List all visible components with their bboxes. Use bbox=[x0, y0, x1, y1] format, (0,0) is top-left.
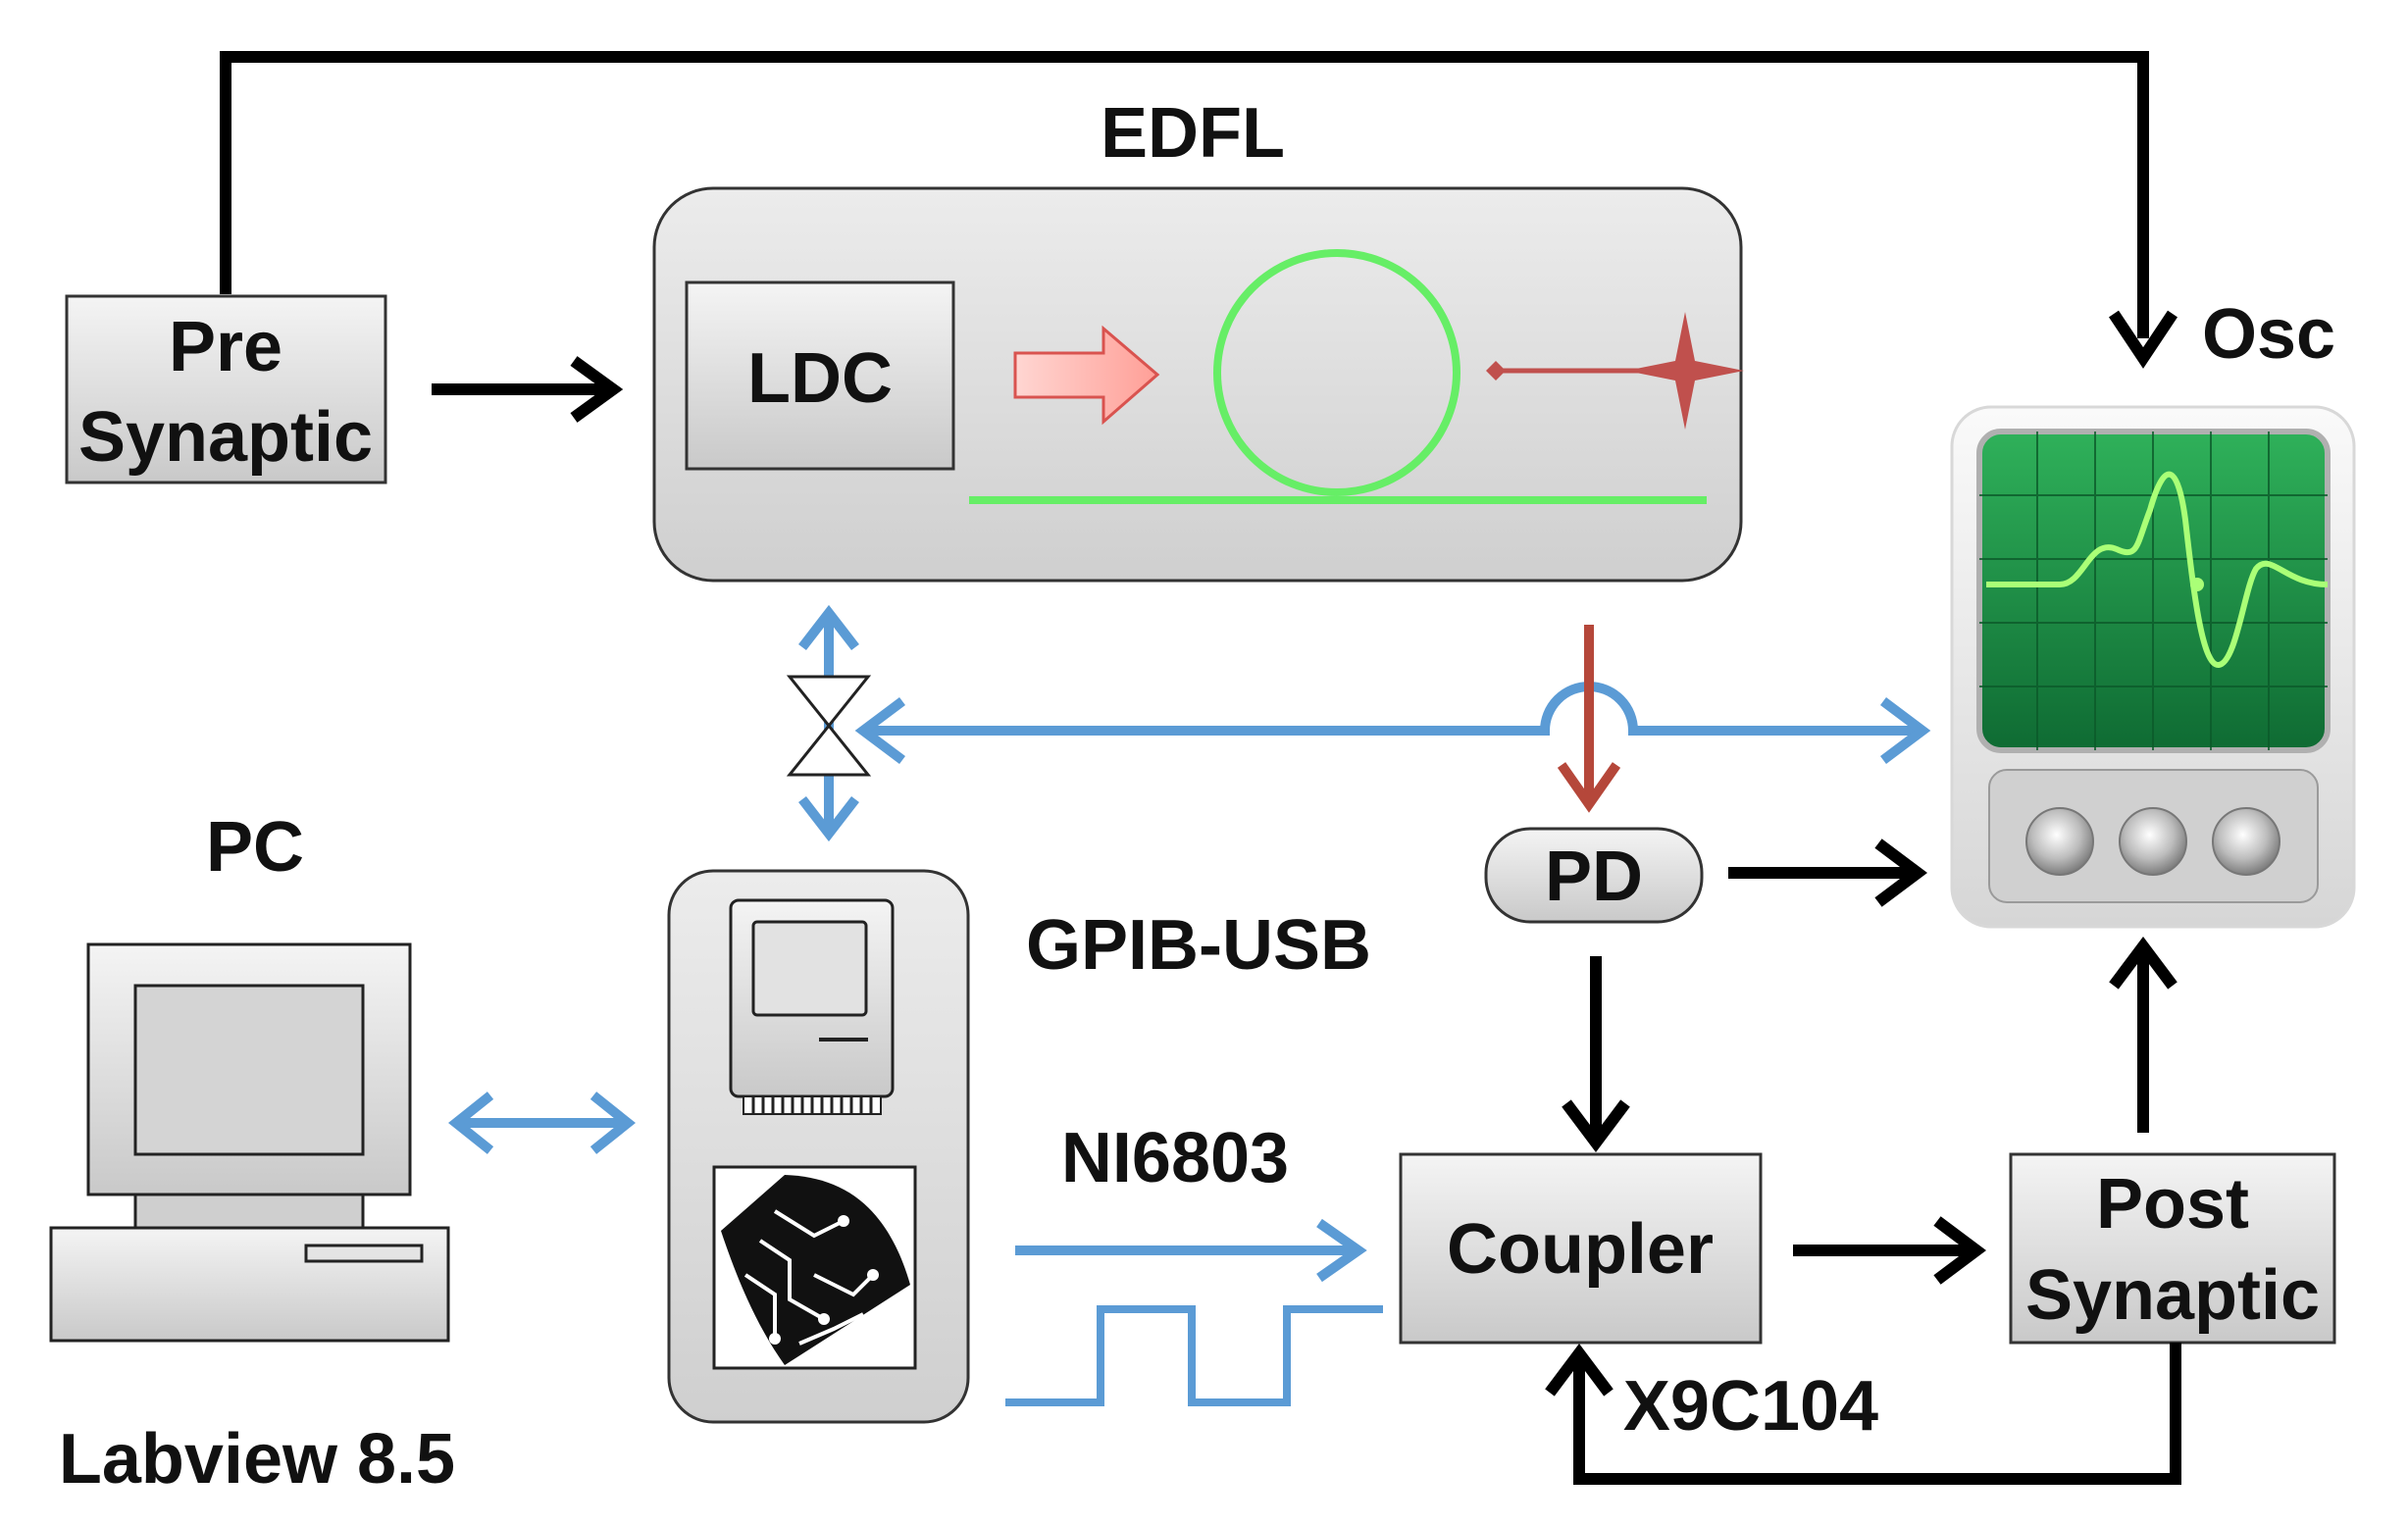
edfl-daq-blue-link bbox=[786, 604, 872, 842]
edfl-to-pd-red-arrow bbox=[1557, 625, 1621, 813]
pre-to-osc-wire bbox=[220, 51, 2177, 369]
post-synaptic-box: Post Synaptic bbox=[2009, 1152, 2336, 1345]
gpib-usb-adapter-icon bbox=[729, 898, 895, 1115]
laser-star-icon bbox=[1486, 312, 1744, 430]
post-synaptic-label-2: Synaptic bbox=[2025, 1256, 2320, 1335]
edfl-panel: LDC bbox=[652, 186, 1744, 583]
pd-box: PD bbox=[1484, 827, 1704, 924]
bowtie-connector-icon bbox=[786, 675, 872, 777]
pulse-signal-icon bbox=[1005, 1305, 1383, 1406]
gpib-bus-line bbox=[854, 682, 1931, 764]
coupler-to-post-arrow bbox=[1793, 1216, 1986, 1285]
edfl-label: EDFL bbox=[1101, 94, 1285, 173]
post-to-osc-arrow bbox=[2109, 937, 2177, 1133]
pre-synaptic-label-2: Synaptic bbox=[78, 398, 373, 477]
x9c104-label: X9C104 bbox=[1623, 1367, 1878, 1446]
coupler-box: Coupler bbox=[1399, 1152, 1763, 1345]
osc-label: Osc bbox=[2202, 295, 2335, 374]
oscilloscope-icon bbox=[1950, 405, 2356, 929]
daq-instrument-icon bbox=[667, 869, 970, 1424]
pd-to-coupler-arrow bbox=[1562, 956, 1630, 1152]
pd-to-osc-arrow bbox=[1728, 839, 1927, 907]
gpib-usb-label: GPIB-USB bbox=[1026, 906, 1371, 985]
ni-card-chip-icon bbox=[712, 1165, 917, 1370]
ni6803-label: NI6803 bbox=[1061, 1119, 1289, 1197]
computer-icon bbox=[49, 942, 450, 1343]
ni-to-coupler-blue-arrow bbox=[1015, 1218, 1367, 1283]
post-to-coupler-feedback bbox=[1545, 1343, 2181, 1485]
pump-arrow-icon bbox=[1013, 325, 1160, 426]
fiber-coil-icon bbox=[1213, 249, 1460, 496]
pd-label: PD bbox=[1545, 838, 1643, 916]
pc-label: PC bbox=[206, 808, 304, 887]
coupler-label: Coupler bbox=[1447, 1210, 1714, 1289]
pre-to-edfl-arrow bbox=[432, 356, 624, 423]
labview-label: Labview 8.5 bbox=[59, 1420, 455, 1499]
pre-synaptic-label-1: Pre bbox=[169, 308, 282, 386]
pre-synaptic-box: Pre Synaptic bbox=[65, 294, 387, 484]
pc-daq-blue-arrow bbox=[447, 1092, 637, 1154]
post-synaptic-label-1: Post bbox=[2096, 1165, 2249, 1244]
ldc-label: LDC bbox=[747, 339, 893, 418]
ldc-box: LDC bbox=[685, 280, 955, 471]
